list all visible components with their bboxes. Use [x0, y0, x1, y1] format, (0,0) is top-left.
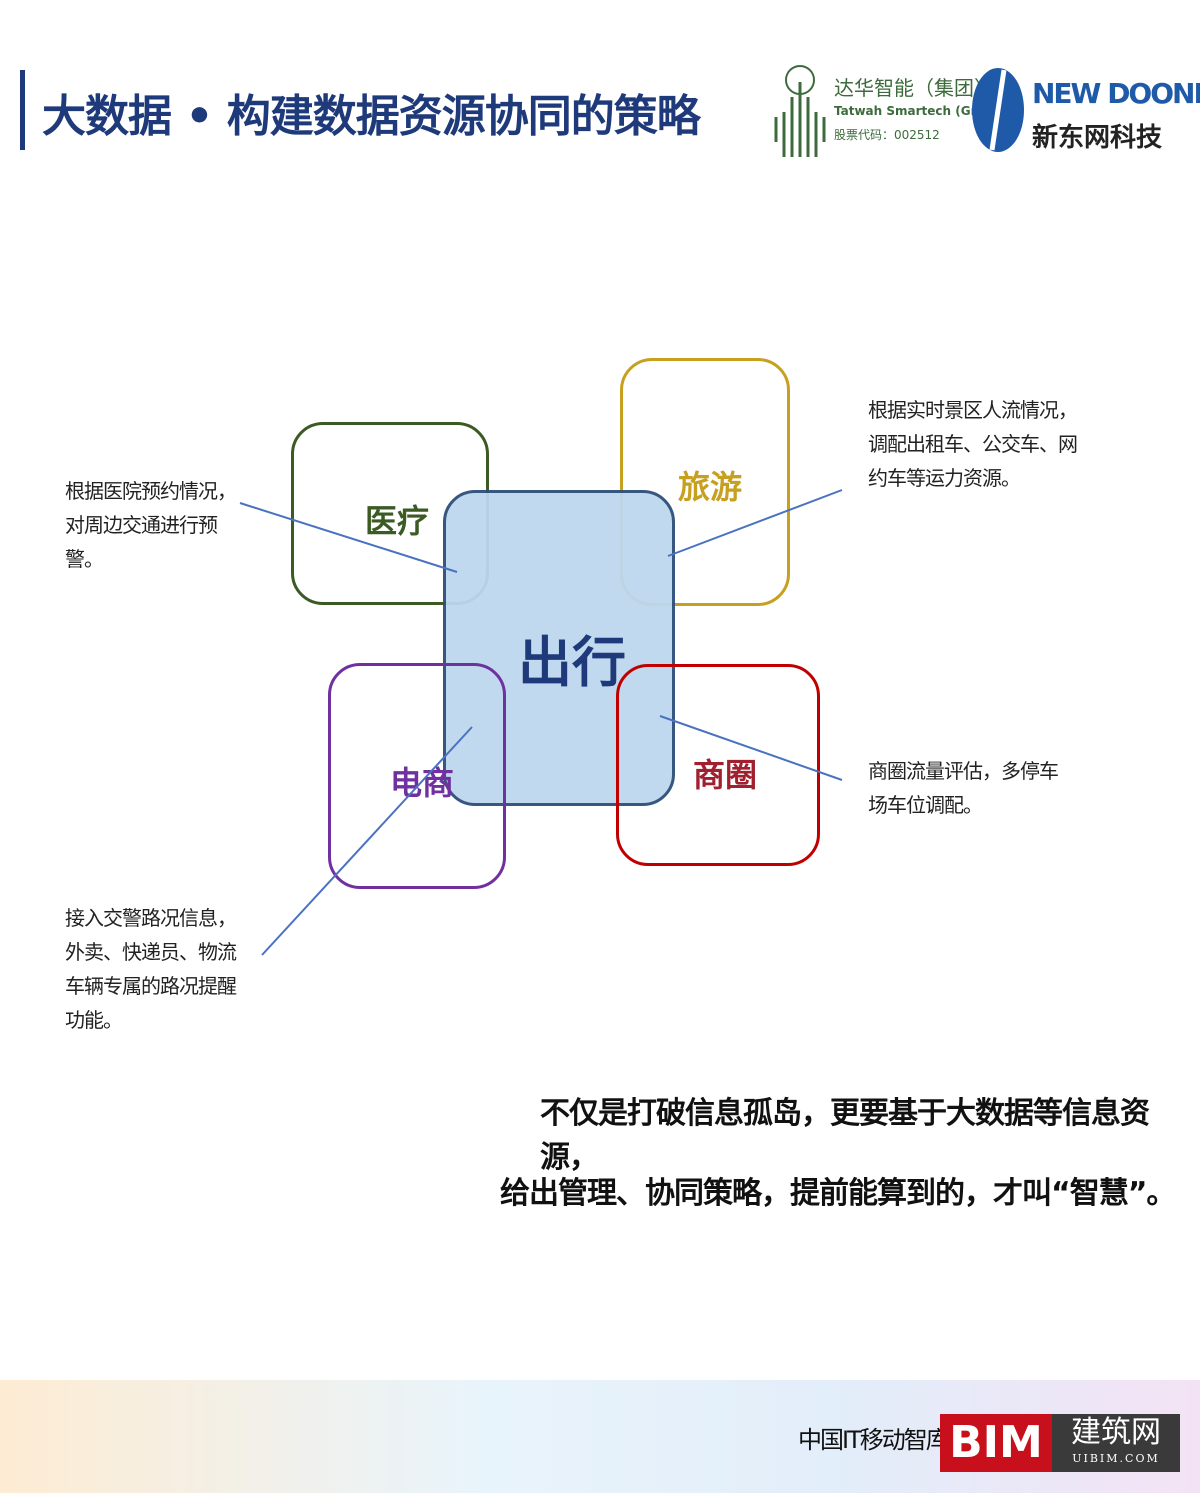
- tatwah-logo: 达华智能（集团） Tatwah Smartech (Group) 股票代码：00…: [770, 62, 1007, 157]
- slogan-line-1: 不仅是打破信息孤岛，更要基于大数据等信息资源，: [540, 1096, 1150, 1175]
- note-line: 警。: [65, 547, 104, 571]
- note-line: 根据医院预约情况，: [65, 479, 237, 503]
- node-label-medical: 医疗: [365, 502, 430, 540]
- node-label-tourism: 旅游: [678, 468, 743, 506]
- tree-icon: [774, 65, 826, 157]
- note-ecommerce: 接入交警路况信息， 外卖、快递员、物流 车辆专属的路况提醒 功能。: [65, 901, 237, 1037]
- newdoone-en-name: NEW DOONE: [1032, 77, 1200, 110]
- globe-icon: [972, 68, 1024, 152]
- note-line: 功能。: [65, 1008, 123, 1032]
- connector-business: [659, 715, 843, 781]
- tatwah-en-name: Tatwah Smartech (Group): [834, 104, 1008, 118]
- node-box-tourism: [620, 358, 790, 606]
- note-line: 接入交警路况信息，: [65, 906, 237, 930]
- connector-medical: [239, 502, 458, 573]
- note-line: 根据实时景区人流情况，: [868, 398, 1078, 422]
- newdoone-cn-name: 新东网科技: [1032, 123, 1163, 153]
- node-label-business: 商圈: [693, 756, 758, 794]
- site-cn-name: 建筑网: [1071, 1415, 1161, 1450]
- note-line: 约车等运力资源。: [868, 466, 1021, 490]
- bim-logo: BIM 建筑网 UIBIM.COM: [940, 1414, 1180, 1472]
- center-label: 出行: [518, 631, 626, 694]
- connector-lines: [239, 489, 843, 956]
- note-tourism: 根据实时景区人流情况， 调配出租车、公交车、网 约车等运力资源。: [868, 393, 1078, 495]
- tatwah-cn-name: 达华智能（集团）: [834, 76, 994, 100]
- node-label-ecommerce: 电商: [390, 764, 455, 802]
- note-line: 外卖、快递员、物流: [65, 940, 237, 964]
- note-medical: 根据医院预约情况， 对周边交通进行预 警。: [65, 474, 237, 576]
- node-box-business: [616, 664, 820, 866]
- bim-logo-dark: 建筑网 UIBIM.COM: [1052, 1414, 1180, 1472]
- slogan-line-2: 给出管理、协同策略，提前能算到的，才叫“智慧”。: [500, 1176, 1176, 1211]
- note-line: 车辆专属的路况提醒: [65, 974, 237, 998]
- note-line: 调配出租车、公交车、网: [868, 432, 1078, 456]
- note-line: 对周边交通进行预: [65, 513, 218, 537]
- note-business: 商圈流量评估，多停车 场车位调配。: [868, 754, 1059, 822]
- note-line: 场车位调配。: [868, 793, 983, 817]
- title-accent-bar: [20, 70, 25, 150]
- connector-tourism: [667, 489, 843, 557]
- newdoone-logo: NEW DOONE 新东网科技: [970, 65, 1200, 160]
- tatwah-stock-code: 股票代码：002512: [834, 128, 940, 142]
- center-box: [443, 490, 675, 806]
- bim-logo-red: BIM: [940, 1414, 1052, 1472]
- note-line: 商圈流量评估，多停车: [868, 759, 1059, 783]
- footer-text: 中国IT移动智库: [798, 1426, 950, 1454]
- site-url: UIBIM.COM: [1072, 1452, 1160, 1465]
- page-title: 大数据 • 构建数据资源协同的策略: [42, 91, 701, 142]
- node-box-ecommerce: [328, 663, 506, 889]
- connector-ecommerce: [261, 726, 473, 956]
